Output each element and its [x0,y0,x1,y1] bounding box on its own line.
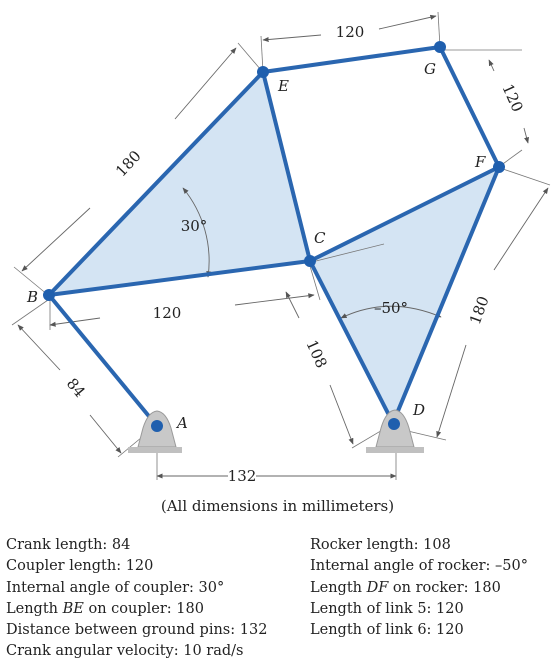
dim-eg: 120 [336,23,365,41]
caption: (All dimensions in millimeters) [160,497,395,515]
rocker-link-cf [308,165,501,263]
angle-coupler: 30° [181,217,208,235]
label-b: B [26,288,38,306]
dim-ad: 132 [228,467,257,485]
angle-rocker: –50° [374,299,408,317]
label-f: F [474,153,486,171]
label-c: C [314,229,326,247]
coupler-link-ec [261,70,312,263]
joint-e [257,66,269,78]
linkage-diagram: A B C D E F G 120 120 180 120 180 108 84… [11,11,551,485]
spec-df-var: DF [366,579,389,596]
coupler-link-be [47,70,265,297]
spec-crank-length: Crank length: 84 [6,537,131,553]
dim-bc: 120 [153,304,182,322]
label-e: E [277,77,289,95]
dim-gf: 120 [499,81,527,114]
rocker-link-fd [391,165,501,425]
joints [43,41,505,432]
link-eg [261,45,442,74]
spec-coupler-length: Coupler length: 120 [6,558,154,575]
spec-df-length: Length DF on rocker: 180 [310,578,528,599]
joint-f [493,161,505,173]
spec-link6: Length of link 6: 120 [310,622,464,639]
crank-link-ab [47,293,159,428]
spec-link5: Length of link 5: 120 [310,600,464,617]
spec-rocker-length: Rocker length: 108 [310,537,451,553]
ground-support-a [128,410,182,453]
links [47,45,501,428]
coupler-link-bc [47,259,312,297]
label-g: G [424,60,436,78]
dim-ab: 84 [63,375,89,401]
dim-cd: 108 [303,337,331,370]
rocker-triangle [310,167,499,423]
spec-be-length: Length BE on coupler: 180 [6,599,267,620]
joint-c [304,255,316,267]
spec-be-suffix: on coupler: 180 [83,600,204,617]
spec-ground-distance: Distance between ground pins: 132 [6,622,268,639]
rocker-link-cd [308,259,395,425]
joint-a [151,420,163,432]
spec-df-prefix: Length [310,579,367,596]
dim-be: 180 [112,147,145,180]
dimension-lines [17,14,549,479]
joint-d [388,418,400,430]
label-d: D [412,401,425,419]
specs-right: Rocker length: 108 Internal angle of roc… [310,535,528,641]
spec-be-var: BE [62,600,84,617]
spec-be-prefix: Length [6,600,63,617]
spec-crank-velocity: Crank angular velocity: 10 rad/s [6,643,244,660]
joint-b [43,289,55,301]
spec-df-suffix: on rocker: 180 [388,579,501,596]
coupler-triangle [49,72,310,295]
specs-left: Crank length: 84 Coupler length: 120 Int… [6,535,267,663]
dim-df: 180 [466,294,493,327]
joint-g [434,41,446,53]
spec-rocker-angle: Internal angle of rocker: –50° [310,558,528,575]
label-a: A [175,414,188,432]
spec-coupler-angle: Internal angle of coupler: 30° [6,579,225,596]
link-gf [438,45,501,169]
